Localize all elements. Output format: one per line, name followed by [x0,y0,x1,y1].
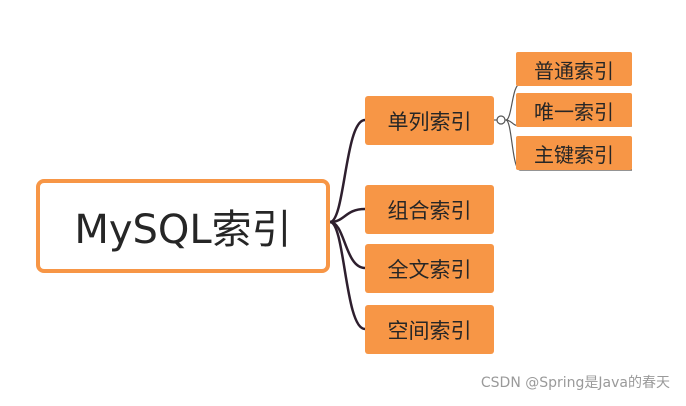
root-node[interactable]: MySQL索引 [36,179,330,273]
node-single-column-index[interactable]: 单列索引 [365,96,494,145]
node-label: 全文索引 [387,257,472,282]
leaf-normal-index[interactable]: 普通索引 [516,52,632,86]
leaf-unique-index[interactable]: 唯一索引 [516,93,632,127]
leaf-label: 普通索引 [534,58,614,83]
connector-root-to-spatial [329,220,366,331]
leaf-primary-key-index[interactable]: 主键索引 [516,136,632,170]
collapse-toggle-icon[interactable] [496,115,506,125]
node-label: 空间索引 [387,318,472,343]
node-spatial-index[interactable]: 空间索引 [365,305,494,354]
root-node-label: MySQL索引 [74,207,292,253]
node-label: 单列索引 [387,109,472,134]
leaf-label: 唯一索引 [534,99,614,124]
connector-root-to-single-column [329,118,366,224]
watermark-text: CSDN @Spring是Java的春天 [480,375,670,391]
leaf-label: 主键索引 [534,142,614,167]
node-fulltext-index[interactable]: 全文索引 [365,244,494,293]
node-label: 组合索引 [387,198,472,223]
node-composite-index[interactable]: 组合索引 [365,185,494,234]
